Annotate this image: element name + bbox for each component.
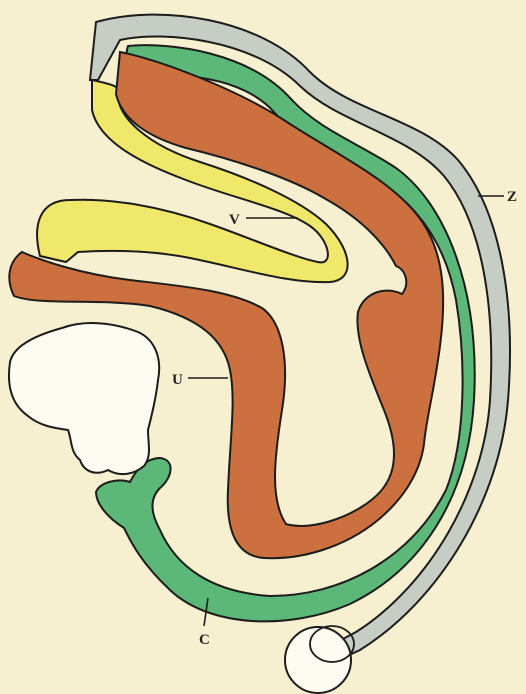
cell-cluster — [9, 323, 159, 474]
label-u: U — [172, 372, 183, 388]
label-v: V — [229, 212, 240, 228]
label-z: Z — [507, 189, 517, 205]
label-c: C — [199, 632, 210, 648]
